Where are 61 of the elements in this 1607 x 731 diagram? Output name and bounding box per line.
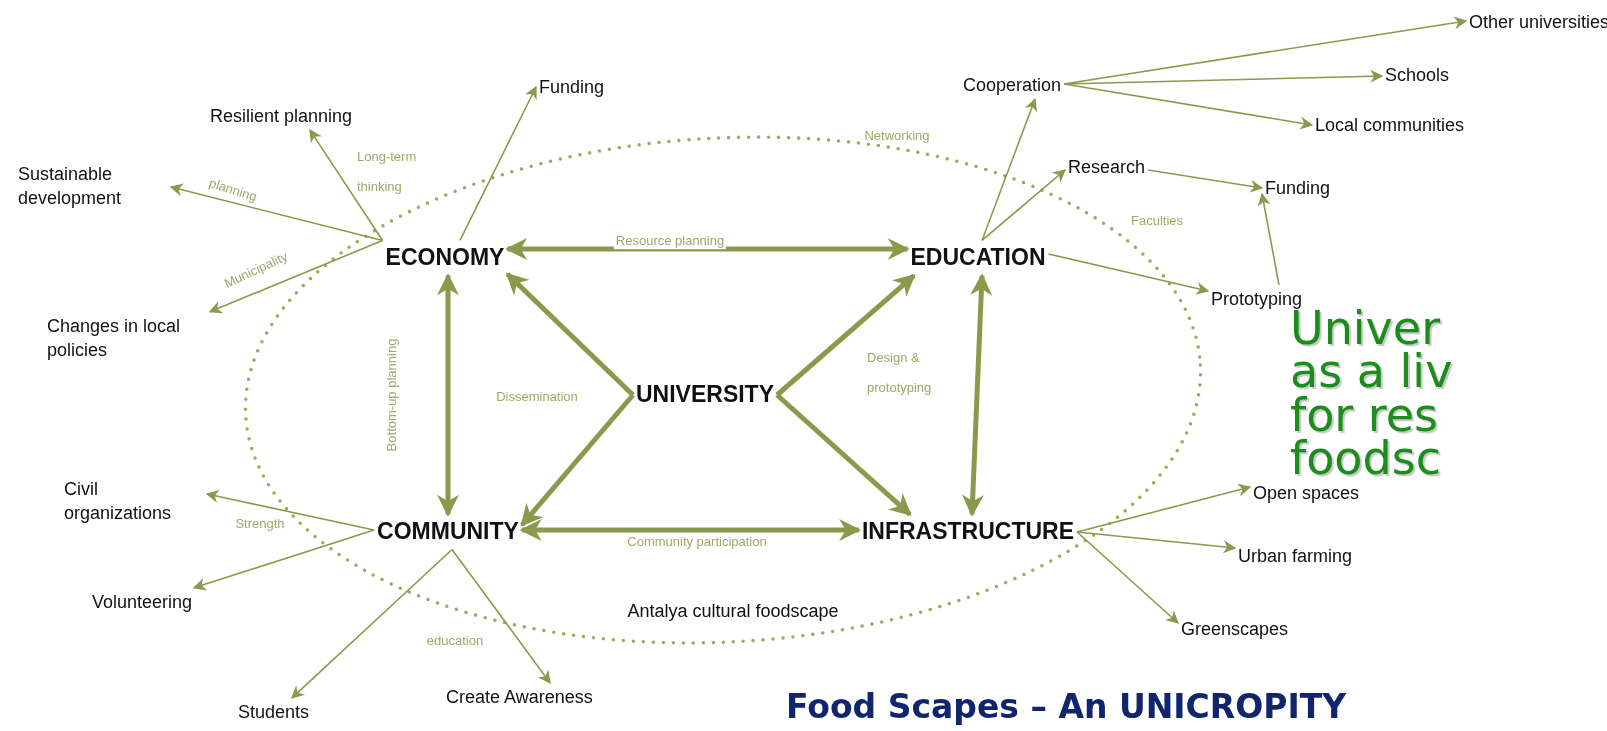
- node-label: Resilient planning: [207, 101, 356, 131]
- arrow: [520, 393, 635, 527]
- arrow: [981, 97, 1037, 242]
- title: Food Scapes – An UNICROPITY: [786, 688, 1347, 726]
- arrow: [208, 239, 384, 314]
- arrow: [961, 273, 993, 517]
- edge-label: Bottom-up planning: [384, 336, 400, 454]
- tagline-text: foodsc: [1290, 435, 1441, 481]
- arrow: [1076, 531, 1179, 624]
- tagline-text: as a liv: [1290, 348, 1453, 394]
- arrow: [192, 529, 375, 591]
- arrow: [1147, 169, 1264, 193]
- node-label: Create Awareness: [443, 682, 596, 712]
- arrow: [169, 183, 384, 242]
- arrow: [1047, 253, 1210, 295]
- arrow: [205, 490, 375, 531]
- arrow: [1063, 69, 1384, 85]
- node-label: Students: [235, 697, 313, 727]
- arrow: [775, 273, 916, 397]
- arrow: [775, 393, 912, 517]
- node-label: Local communities: [1312, 110, 1468, 140]
- arrow: [519, 519, 862, 541]
- node-label: Research: [1065, 152, 1149, 182]
- arrow: [1076, 531, 1237, 554]
- ellipse-label: Antalya cultural foodscape: [627, 601, 839, 623]
- arrow: [1063, 83, 1314, 130]
- tagline-text: for res: [1290, 392, 1439, 438]
- node-label: Changes in local policies: [44, 311, 210, 365]
- node-label: Greenscapes: [1178, 614, 1292, 644]
- node-label: Funding: [536, 72, 608, 102]
- hub-label: COMMUNITY: [374, 514, 522, 550]
- node-label: Urban farming: [1235, 541, 1356, 571]
- node-label: Civil organizations: [61, 474, 207, 528]
- node-label: Cooperation: [960, 70, 1065, 100]
- annotation-label: Long-term thinking: [357, 148, 418, 196]
- arrow: [309, 129, 384, 242]
- node-label: Volunteering: [89, 587, 196, 617]
- annotation-label: Strength: [235, 516, 285, 532]
- arrow: [1257, 192, 1280, 286]
- annotation-label: Faculties: [1131, 213, 1183, 229]
- hub-label: ECONOMY: [382, 240, 508, 276]
- node-label: Schools: [1382, 60, 1453, 90]
- annotation-label: Networking: [864, 128, 930, 144]
- annotation-label: Design & prototyping: [867, 349, 933, 397]
- arrow: [451, 548, 551, 684]
- edge-label: Resource planning: [613, 233, 727, 249]
- annotation-label: Dissemination: [496, 389, 578, 405]
- arrow: [437, 273, 459, 517]
- arrow: [291, 548, 453, 699]
- arrow: [505, 238, 910, 260]
- node-label: Open spaces: [1250, 478, 1363, 508]
- edge-label: Community participation: [625, 534, 769, 550]
- node-label: Funding: [1262, 173, 1334, 203]
- annotation-label: education: [426, 633, 484, 649]
- hub-label: EDUCATION: [907, 240, 1049, 276]
- hub-label: UNIVERSITY: [633, 377, 777, 413]
- arrow: [505, 272, 635, 397]
- arrow: [981, 169, 1066, 242]
- arrow: [459, 85, 537, 242]
- node-label: Sustainable development: [15, 159, 171, 213]
- hub-label: INFRASTRUCTURE: [858, 514, 1078, 550]
